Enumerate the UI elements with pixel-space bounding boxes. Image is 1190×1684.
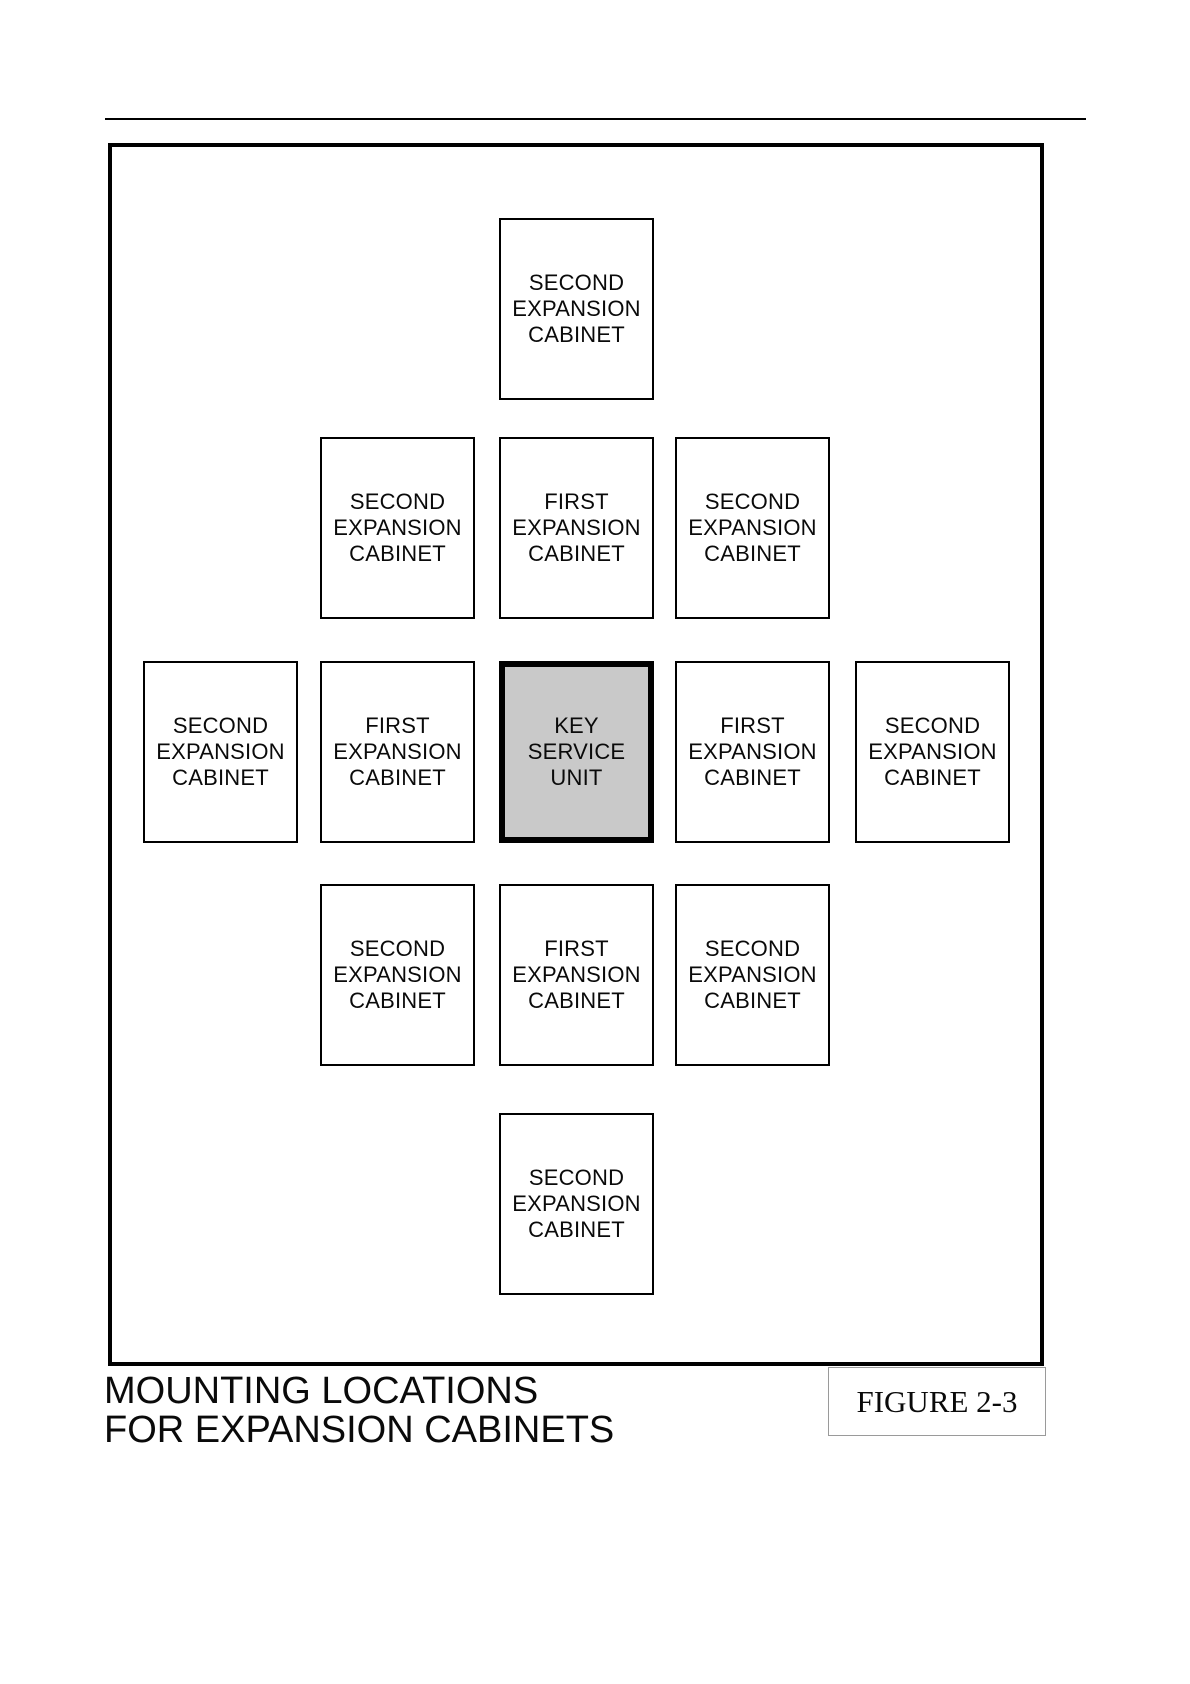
box-label-line: CABINET [349,988,446,1013]
box-label-line: SECOND [349,489,446,514]
figure-label-box: FIGURE 2-3 [828,1367,1046,1436]
box-label-line: SECOND [172,713,269,738]
box-label-line: CABINET [528,1217,625,1242]
caption-line-2: FOR EXPANSION CABINETS [104,1409,615,1451]
box-label-line: CABINET [528,322,625,347]
caption-line-1: MOUNTING LOCATIONS [104,1370,539,1412]
box-label-line: SERVICE [527,739,626,764]
box-label-line: CABINET [349,765,446,790]
box-label-line: CABINET [884,765,981,790]
box-label-line: EXPANSION [512,296,641,321]
box-label-line: CABINET [704,541,801,566]
box-label-line: EXPANSION [333,515,462,540]
box-label-line: EXPANSION [156,739,285,764]
box-label-line: FIRST [544,489,609,514]
box-label-line: CABINET [704,765,801,790]
box-label-line: EXPANSION [688,739,817,764]
box-label-line: CABINET [704,988,801,1013]
box-label-line: EXPANSION [333,739,462,764]
box-label-line: EXPANSION [512,515,641,540]
box-label-line: FIRST [544,936,609,961]
box-label-line: FIRST [720,713,785,738]
figure-caption: MOUNTING LOCATIONS FOR EXPANSION CABINET… [104,1372,614,1450]
box-label-line: SECOND [704,936,801,961]
box-label-line: FIRST [365,713,430,738]
box-label-line: CABINET [528,988,625,1013]
box-label-line: SECOND [884,713,981,738]
box-label-line: EXPANSION [868,739,997,764]
box-label-line: EXPANSION [688,515,817,540]
box-label-line: EXPANSION [688,962,817,987]
box-label-line: CABINET [172,765,269,790]
box-label-line: KEY [554,713,599,738]
header-rule [105,118,1086,120]
box-label-line: SECOND [528,270,625,295]
box-label-line: SECOND [528,1165,625,1190]
box-label-line: CABINET [528,541,625,566]
box-label-line: CABINET [349,541,446,566]
box-label-line: EXPANSION [512,1191,641,1216]
box-label-line: EXPANSION [333,962,462,987]
box-label-line: SECOND [704,489,801,514]
box-label-line: EXPANSION [512,962,641,987]
figure-label: FIGURE 2-3 [856,1383,1018,1419]
box-label-line: SECOND [349,936,446,961]
box-label-line: UNIT [550,765,603,790]
